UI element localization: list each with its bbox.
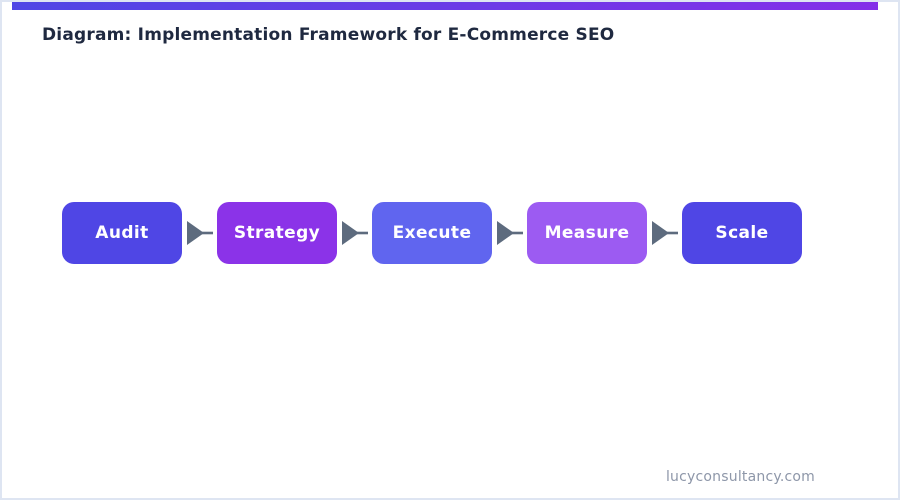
flow-step-scale: Scale: [682, 202, 802, 264]
arrow-right-icon: [182, 202, 217, 264]
step-label: Scale: [715, 223, 769, 243]
step-label: Strategy: [233, 223, 321, 243]
arrow-right-icon: [337, 202, 372, 264]
step-label: Measure: [544, 223, 630, 243]
page-title: Diagram: Implementation Framework for E-…: [42, 25, 615, 45]
footer-brand: lucyconsultancy.com: [665, 469, 815, 485]
flow-step-audit: Audit: [62, 202, 182, 264]
flow-step-strategy: Strategy: [217, 202, 337, 264]
flow-step-measure: Measure: [527, 202, 647, 264]
flow-step-execute: Execute: [372, 202, 492, 264]
arrow-right-icon: [647, 202, 682, 264]
step-label: Audit: [95, 223, 149, 243]
flow-diagram: Audit Strategy Execute: [62, 202, 802, 264]
accent-bar: [12, 2, 878, 10]
arrow-right-icon: [492, 202, 527, 264]
step-label: Execute: [392, 223, 472, 243]
